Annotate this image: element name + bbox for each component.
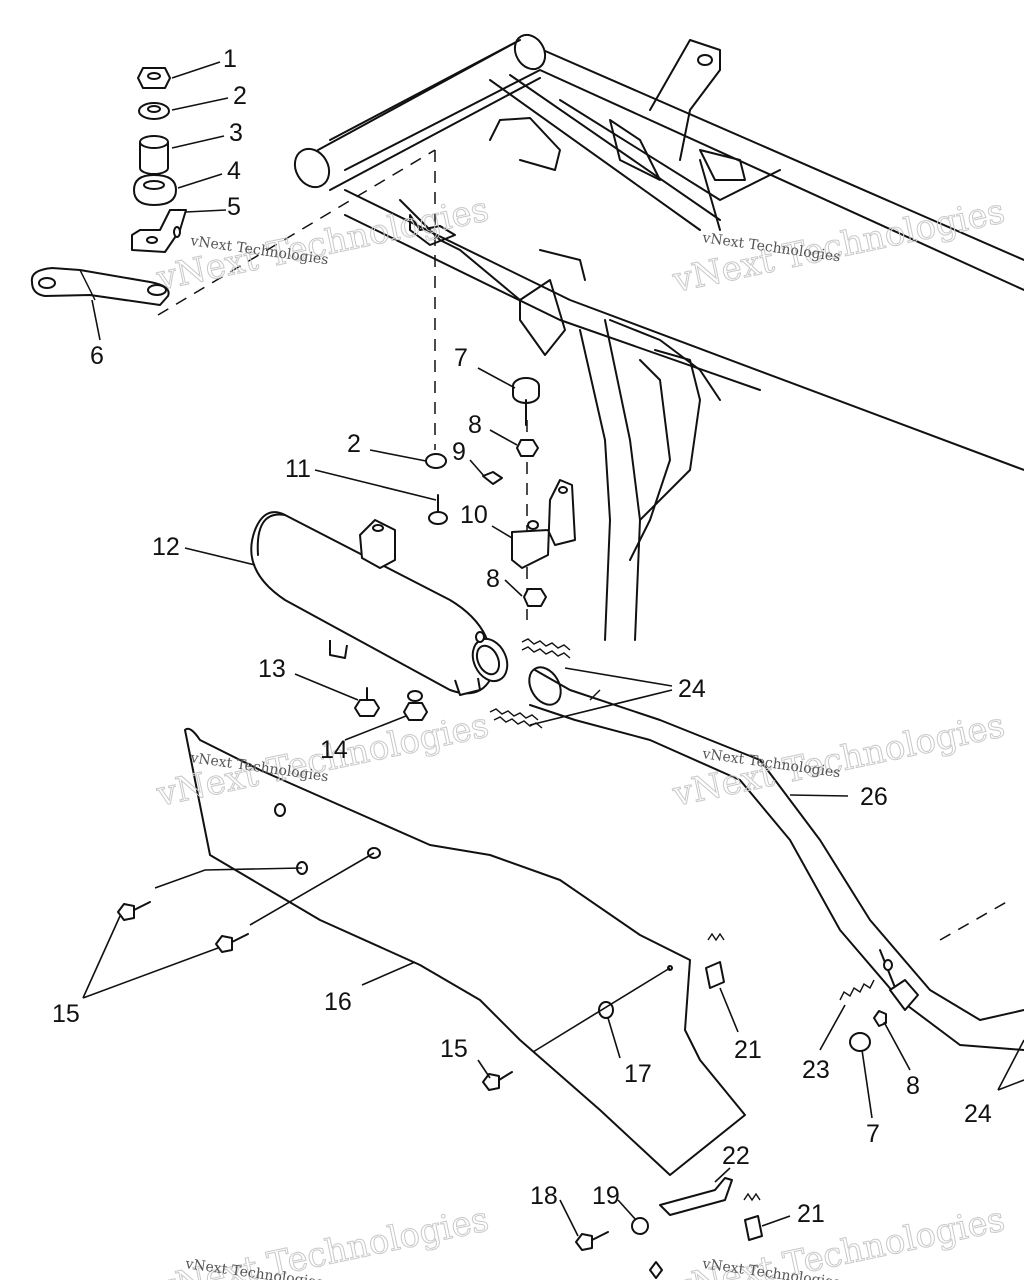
callout-2: 2 [233, 82, 247, 110]
callout-10: 10 [460, 501, 488, 529]
callout-8: 8 [468, 411, 482, 439]
callout-23: 23 [802, 1056, 830, 1084]
leader-lines [82, 61, 1024, 1237]
callout-24: 24 [678, 675, 706, 703]
exhaust-pipe-part-26 [528, 666, 1024, 1051]
callout-3: 3 [229, 119, 243, 147]
callout-24-rear: 24 [964, 1100, 992, 1128]
grommet-part-4 [133, 174, 177, 206]
mount-hardware-stack [30, 67, 187, 306]
callout-26: 26 [860, 783, 888, 811]
heat-shield-part-16 [184, 727, 746, 1176]
callout-15-lower: 15 [440, 1035, 468, 1063]
shield-hardware [117, 901, 725, 1091]
callout-labels: 1 2 3 4 5 6 7 8 2 9 11 10 12 8 13 14 24 … [52, 45, 992, 1228]
callout-21-bottom: 21 [797, 1200, 825, 1228]
callout-16: 16 [324, 988, 352, 1016]
bracket-part-5 [131, 209, 187, 253]
spacer-part-3 [139, 142, 169, 175]
callout-21: 21 [734, 1036, 762, 1064]
vehicle-frame [293, 33, 1024, 641]
callout-5: 5 [227, 193, 241, 221]
mid-hardware [425, 377, 576, 607]
callout-6: 6 [90, 342, 104, 370]
callout-12: 12 [152, 533, 180, 561]
callout-19: 19 [592, 1182, 620, 1210]
callout-2-lower: 2 [347, 430, 361, 458]
callout-11: 11 [285, 455, 311, 483]
callout-9: 9 [452, 438, 466, 466]
bottom-hardware [575, 1177, 763, 1279]
callout-1: 1 [223, 45, 237, 73]
watermark: vNext Technologies vNext Technologies vN… [152, 189, 1009, 1280]
rear-hardware [839, 979, 887, 1052]
callout-7-rear: 7 [866, 1120, 880, 1148]
callout-17: 17 [624, 1060, 652, 1088]
callout-8-lower: 8 [486, 565, 500, 593]
callout-15: 15 [52, 1000, 80, 1028]
callout-14: 14 [320, 736, 348, 764]
callout-4: 4 [227, 157, 241, 185]
callout-18: 18 [530, 1182, 558, 1210]
callout-22: 22 [722, 1142, 750, 1170]
callout-13: 13 [258, 655, 286, 683]
muffler-bolts [354, 687, 428, 721]
callout-7: 7 [454, 344, 468, 372]
muffler-part-12 [250, 511, 509, 696]
callout-8-rear: 8 [906, 1072, 920, 1100]
